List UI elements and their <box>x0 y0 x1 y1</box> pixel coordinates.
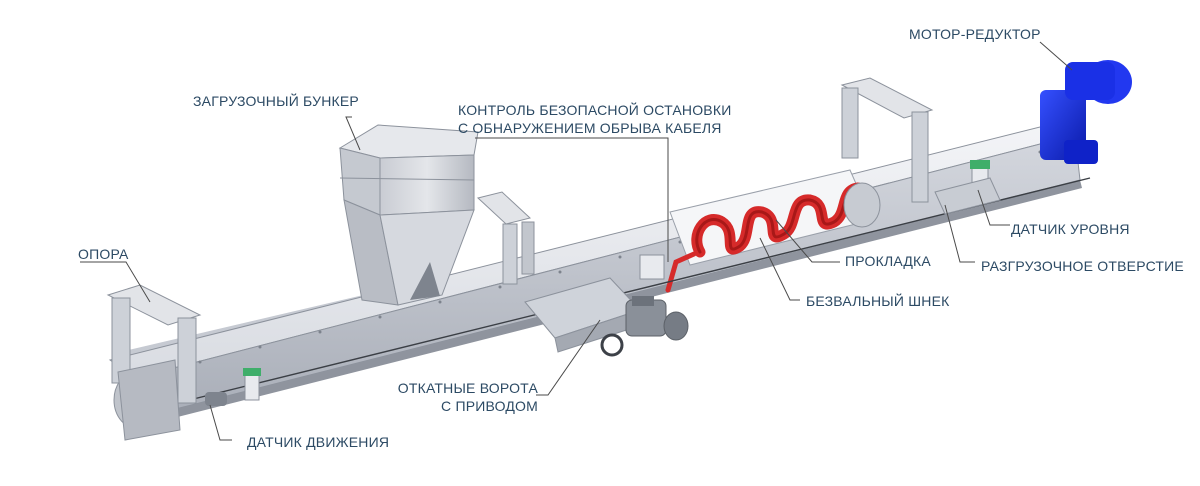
label-sliding-gate: ОТКАТНЫЕ ВОРОТА С ПРИВОДОМ <box>380 379 538 415</box>
discharge-outlet <box>934 177 1001 215</box>
label-discharge-outlet: РАЗГРУЗОЧНОЕ ОТВЕРСТИЕ <box>981 258 1184 274</box>
label-safety-stop: КОНТРОЛЬ БЕЗОПАСНОЙ ОСТАНОВКИ С ОБНАРУЖЕ… <box>458 101 732 137</box>
safety-switch <box>639 254 665 280</box>
leader-lines <box>80 41 1073 441</box>
support-left <box>106 284 202 441</box>
label-sliding-gate-line1: ОТКАТНЫЕ ВОРОТА <box>397 380 538 396</box>
label-safety-stop-line2: С ОБНАРУЖЕНИЕМ ОБРЫВА КАБЕЛЯ <box>458 120 722 136</box>
motion-sensor <box>205 368 261 406</box>
label-safety-stop-line1: КОНТРОЛЬ БЕЗОПАСНОЙ ОСТАНОВКИ <box>458 102 732 118</box>
motor-reducer <box>1040 60 1132 164</box>
label-level-sensor: ДАТЧИК УРОВНЯ <box>1011 221 1130 237</box>
safety-cable <box>164 177 1091 407</box>
support-middle <box>476 191 535 285</box>
loading-hopper <box>338 124 479 306</box>
label-loading-hopper: ЗАГРУЗОЧНЫЙ БУНКЕР <box>193 93 359 109</box>
label-sliding-gate-line2: С ПРИВОДОМ <box>441 398 538 414</box>
sliding-gate <box>524 277 689 357</box>
label-motor-reducer: МОТОР-РЕДУКТОР <box>909 26 1041 42</box>
label-gasket: ПРОКЛАДКА <box>845 253 931 269</box>
support-right <box>840 77 934 228</box>
label-shaftless-screw: БЕЗВАЛЬНЫЙ ШНЕК <box>806 293 950 309</box>
label-motion-sensor: ДАТЧИК ДВИЖЕНИЯ <box>247 434 390 450</box>
label-support: ОПОРА <box>78 246 129 262</box>
